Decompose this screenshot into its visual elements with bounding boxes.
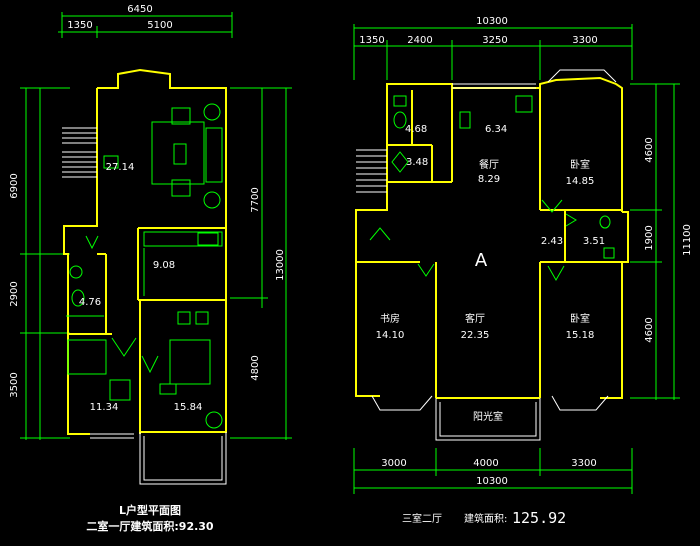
left-plan: 6450 1350 5100 6900 2900 3500 7700 13000… (9, 4, 292, 533)
right-top-dimension-lines (353, 24, 633, 80)
right-dim-v2: 1900 (644, 225, 655, 250)
right-dim-bottom-2: 4000 (473, 458, 498, 469)
right-bay-windows (371, 69, 617, 441)
right-room-bed-ne-name: 卧室 (570, 158, 590, 171)
right-room-study-area: 14.10 (376, 330, 405, 341)
left-kitchen-counter (143, 231, 223, 296)
right-fixtures (369, 95, 615, 282)
left-dim-v1: 6900 (9, 173, 20, 198)
left-top-dimension-lines (58, 12, 233, 38)
right-plan: 10300 1350 2400 3250 3300 3000 4000 3300… (353, 16, 693, 527)
left-dim-seg2: 5100 (147, 20, 172, 31)
right-room-bed-ne-area: 14.85 (566, 176, 595, 187)
left-room-kitchen-area: 9.08 (153, 260, 175, 271)
right-room-balcony-name: 阳光室 (473, 410, 503, 423)
left-walls (63, 68, 227, 435)
left-right-dimension-lines (230, 87, 292, 440)
right-room-store-area: 3.48 (406, 157, 428, 168)
left-side-dimension-lines (20, 87, 70, 440)
left-plan-subtitle: 二室一厅建筑面积:92.30 (86, 519, 214, 533)
right-room-kitchen-area: 6.34 (485, 124, 507, 135)
right-room-dining-name: 餐厅 (479, 158, 499, 171)
right-plan-area-label: 建筑面积: (464, 512, 507, 525)
left-plan-title: L户型平面图 (119, 503, 181, 517)
left-living-furniture (103, 103, 223, 209)
left-dim-r1: 7700 (250, 187, 261, 212)
right-dim-top-4: 3300 (572, 35, 597, 46)
left-dim-seg1: 1350 (67, 20, 92, 31)
right-room-dining-area: 8.29 (478, 174, 500, 185)
left-room-living-area: 27.14 (106, 162, 135, 173)
right-room-wc1-area: 4.68 (405, 124, 427, 135)
right-side-dimension-lines (630, 83, 680, 400)
right-dim-bottom-3: 3300 (571, 458, 596, 469)
right-dim-top-3: 3250 (482, 35, 507, 46)
right-plan-area-value: 125.92 (512, 509, 566, 527)
left-bath-fixtures (66, 265, 104, 317)
right-walls (355, 76, 629, 399)
right-plan-caption: 三室二厅 (402, 512, 442, 525)
right-room-bed-se-area: 15.18 (566, 330, 595, 341)
left-balcony (90, 432, 227, 485)
right-dim-bottom-1: 3000 (381, 458, 406, 469)
right-dim-top-total: 10300 (476, 16, 508, 27)
right-dim-v1: 4600 (644, 137, 655, 162)
left-dim-v2: 2900 (9, 281, 20, 306)
right-room-bed-se-name: 卧室 (570, 312, 590, 325)
left-dim-v3: 3500 (9, 372, 20, 397)
left-room-bath-area: 4.76 (79, 297, 101, 308)
right-bottom-dimension-lines (353, 448, 633, 494)
right-room-living-area: 22.35 (461, 330, 490, 341)
left-dim-r2: 13000 (275, 249, 286, 281)
left-room-bed2-area: 15.84 (174, 402, 203, 413)
right-dim-v-total: 11100 (682, 224, 693, 256)
left-dim-r3: 4800 (250, 355, 261, 380)
right-dim-bottom-total: 10300 (476, 476, 508, 487)
right-room-living-name: 客厅 (465, 312, 485, 325)
right-room-wc2-area: 3.51 (583, 236, 605, 247)
left-room-bed1-area: 11.34 (90, 402, 119, 413)
right-dim-v3: 4600 (644, 317, 655, 342)
left-bedroom-furniture (67, 235, 223, 429)
right-dim-top-2: 2400 (407, 35, 432, 46)
right-room-study-name: 书房 (380, 312, 400, 325)
right-room-hall-area: 2.43 (541, 236, 563, 247)
right-stairs (356, 149, 387, 193)
left-dim-total: 6450 (127, 4, 152, 15)
right-room-mark: A (475, 250, 488, 271)
left-stairs (62, 127, 97, 178)
right-dim-top-1: 1350 (359, 35, 384, 46)
